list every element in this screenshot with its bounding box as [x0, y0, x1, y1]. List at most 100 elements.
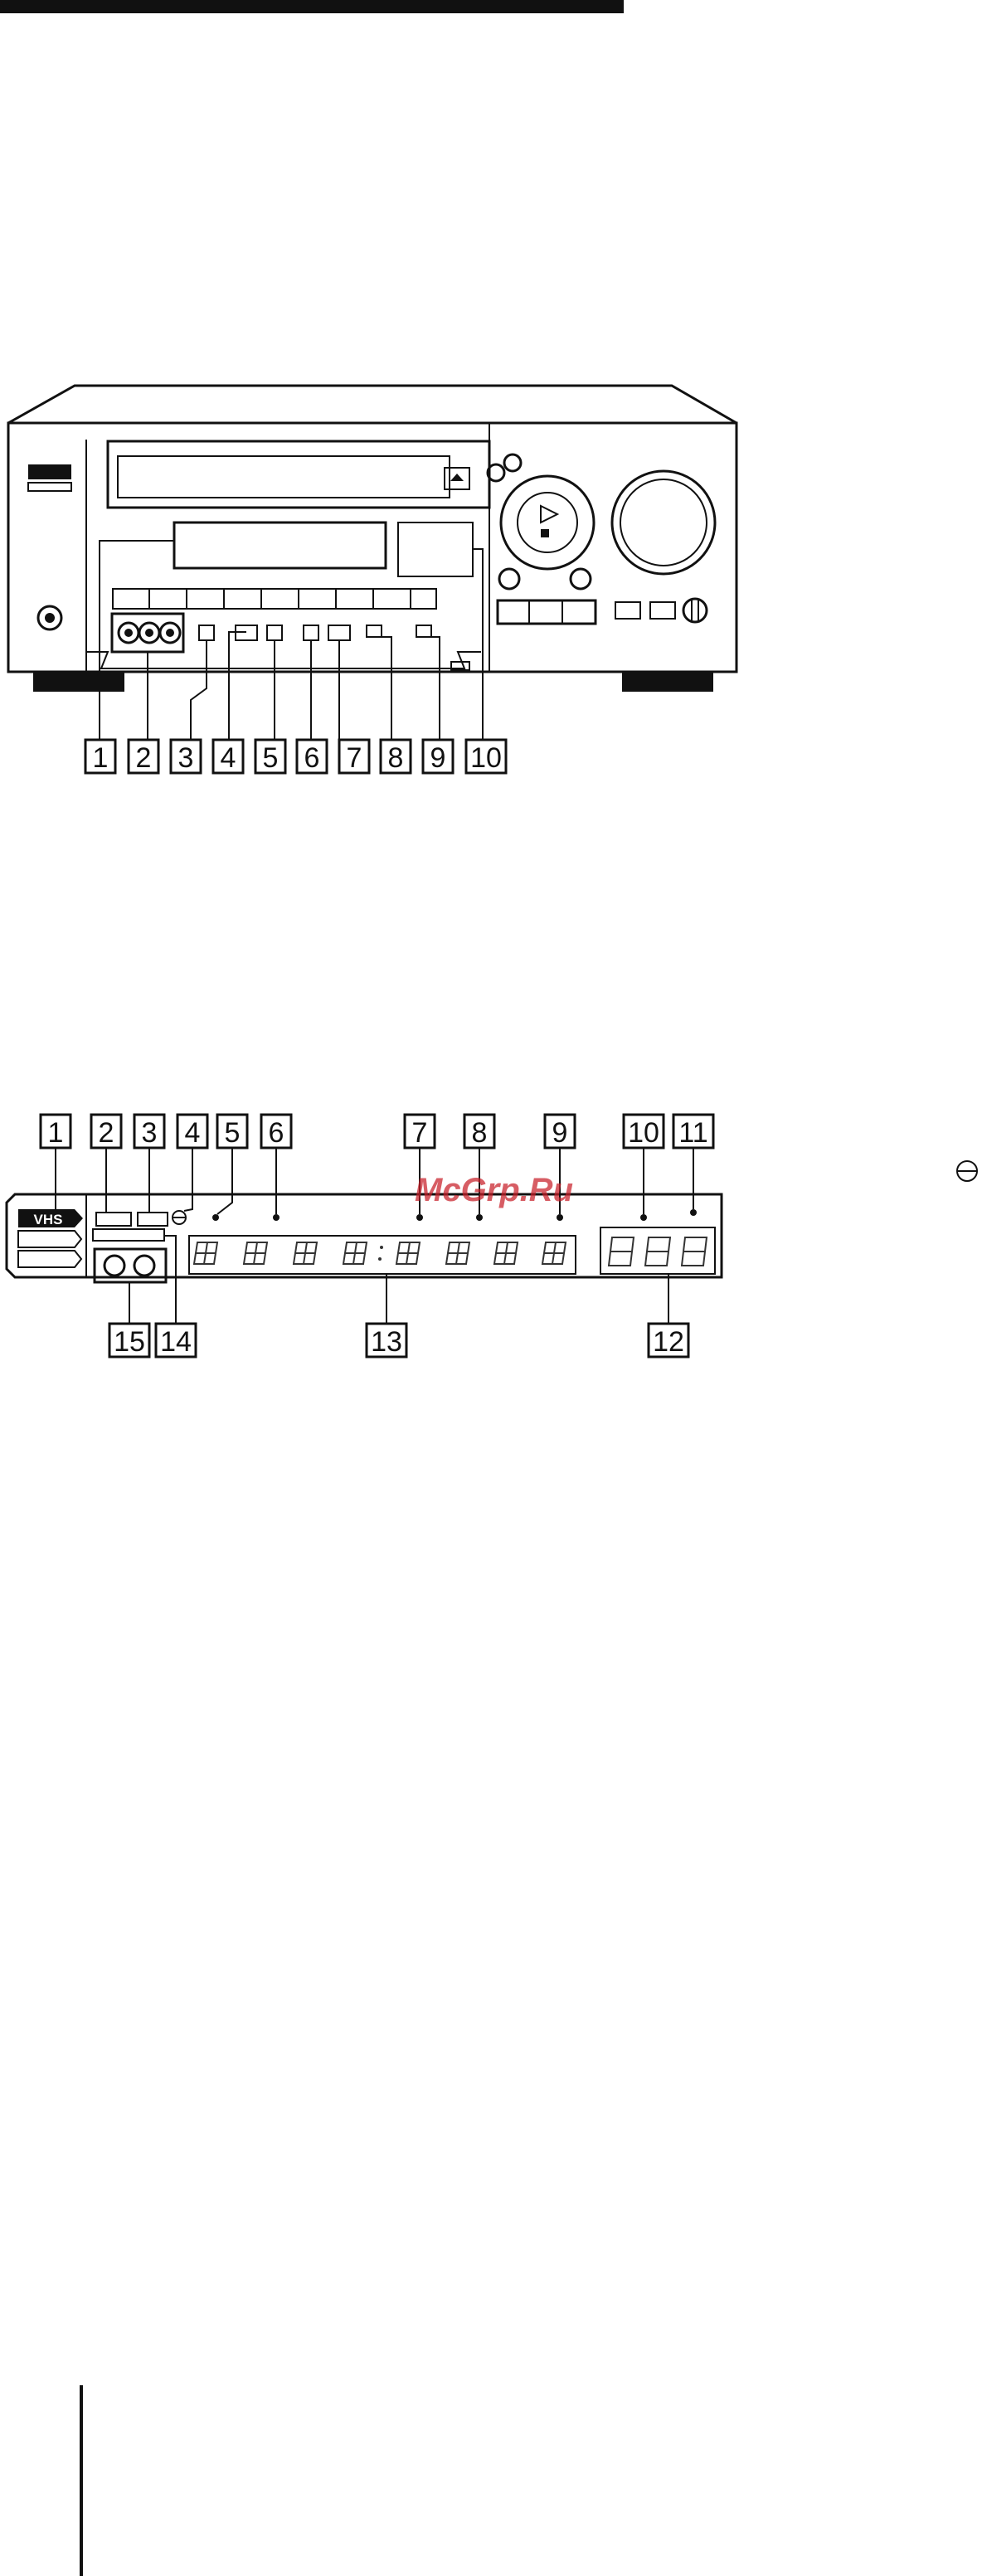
svg-text:5: 5 — [225, 1117, 241, 1149]
cassette-reel-right-icon — [134, 1256, 154, 1276]
svg-text:2: 2 — [99, 1117, 114, 1149]
svg-text:3: 3 — [142, 1117, 158, 1149]
power-label-area — [28, 483, 71, 491]
svg-text:7: 7 — [347, 742, 362, 774]
display-callout-5: 5 — [217, 1115, 247, 1149]
display-callout-13: 13 — [367, 1324, 406, 1358]
small-button-3 — [267, 625, 282, 640]
margin-rule — [80, 2385, 83, 2576]
display-callout-7: 7 — [405, 1115, 435, 1149]
indicator-dot-11 — [690, 1209, 697, 1216]
display-window-illustration: 1 2 3 4 5 6 7 8 — [0, 1095, 982, 1410]
svg-text:9: 9 — [552, 1117, 568, 1149]
svg-text:4: 4 — [221, 742, 236, 774]
remote-sensor-window — [398, 522, 473, 576]
eject-icon — [450, 474, 464, 481]
display-callout-3: 3 — [134, 1115, 164, 1149]
volume-knob-grip — [692, 600, 698, 620]
button-row-dividers — [149, 589, 411, 609]
cassette-slot — [118, 456, 450, 498]
front-panel-illustration: 1 2 3 4 5 6 7 8 — [0, 365, 982, 780]
svg-text:6: 6 — [269, 1117, 284, 1149]
front-callout-1: 1 — [85, 740, 115, 774]
display-callout-9: 9 — [545, 1115, 575, 1149]
display-callout-14: 14 — [156, 1324, 196, 1358]
svg-text:5: 5 — [263, 742, 279, 774]
front-callout-2: 2 — [129, 740, 158, 774]
indicator-box-14 — [93, 1229, 164, 1241]
display-leader-4 — [184, 1148, 192, 1211]
svg-text:6: 6 — [304, 742, 320, 774]
power-button — [28, 464, 71, 479]
switch-1 — [367, 625, 382, 637]
button-row-strip — [113, 589, 436, 609]
indicator-dot-5 — [212, 1214, 219, 1221]
vhs-label: VHS — [34, 1212, 63, 1227]
display-callout-15: 15 — [109, 1324, 149, 1358]
svg-text:8: 8 — [388, 742, 404, 774]
audio-l-jack-center — [145, 629, 153, 637]
front-callout-4: 4 — [213, 740, 243, 774]
small-button-5 — [328, 625, 350, 640]
svg-text:10: 10 — [470, 742, 502, 774]
display-callout-11: 11 — [673, 1115, 713, 1149]
indicator-box-2 — [96, 1213, 131, 1226]
jog-dial-outer — [501, 476, 594, 569]
format-label-3 — [18, 1251, 81, 1267]
audio-r-jack-center — [166, 629, 174, 637]
small-button-1 — [199, 625, 214, 640]
front-panel-diagram: 1 2 3 4 5 6 7 8 — [0, 365, 982, 780]
front-callout-5: 5 — [255, 740, 285, 774]
display-leader-5 — [217, 1148, 232, 1214]
video-jack-center — [124, 629, 133, 637]
svg-text:1: 1 — [93, 742, 109, 774]
svg-text:13: 13 — [371, 1326, 402, 1358]
display-callout-6: 6 — [261, 1115, 291, 1149]
svg-text:9: 9 — [430, 742, 446, 774]
front-callout-6: 6 — [297, 740, 327, 774]
record-button — [571, 569, 591, 589]
edit-button-dividers — [529, 600, 562, 624]
shuttle-ring-inner — [620, 479, 707, 566]
svg-text:7: 7 — [412, 1117, 428, 1149]
leader-4 — [229, 632, 246, 740]
front-callout-8: 8 — [381, 740, 411, 774]
display-callout-1: 1 — [41, 1115, 70, 1149]
vcr-foot-left — [33, 672, 124, 692]
channel-digit-2 — [645, 1237, 670, 1266]
svg-text:3: 3 — [178, 742, 194, 774]
indicator-dot-8 — [476, 1214, 483, 1221]
svg-text:1: 1 — [48, 1117, 64, 1149]
indicator-box-3 — [138, 1213, 168, 1226]
display-window — [174, 522, 386, 568]
display-callout-12: 12 — [649, 1324, 688, 1358]
indicator-dot-7 — [416, 1214, 423, 1221]
watermark: McGrp.Ru — [415, 1172, 573, 1209]
cassette-reel-left-icon — [105, 1256, 124, 1276]
channel-digit-3 — [682, 1237, 707, 1266]
input-select-button — [615, 602, 640, 619]
channel-digit-1 — [609, 1237, 634, 1266]
svg-text:2: 2 — [136, 742, 152, 774]
display-callout-10: 10 — [624, 1115, 664, 1149]
vcr-top-outline — [8, 386, 736, 423]
play-icon — [541, 506, 557, 522]
volume-knob-icon — [683, 599, 707, 622]
front-callout-7: 7 — [339, 740, 369, 774]
svg-text:11: 11 — [678, 1117, 707, 1149]
leader-8 — [374, 637, 391, 740]
front-callout-3: 3 — [171, 740, 201, 774]
svg-text:14: 14 — [160, 1326, 192, 1358]
front-callout-9: 9 — [423, 740, 453, 774]
display-window-diagram: 1 2 3 4 5 6 7 8 — [0, 1095, 982, 1410]
edit-button-block — [498, 600, 596, 624]
format-label-2 — [18, 1231, 81, 1247]
leader-3 — [191, 640, 207, 740]
jog-dial-inner — [518, 493, 577, 552]
pause-button — [499, 569, 519, 589]
display-callout-4: 4 — [177, 1115, 207, 1149]
svg-text:12: 12 — [653, 1326, 684, 1358]
vcr-foot-right — [622, 672, 713, 692]
svg-text:15: 15 — [114, 1326, 145, 1358]
front-callout-10: 10 — [466, 740, 506, 774]
